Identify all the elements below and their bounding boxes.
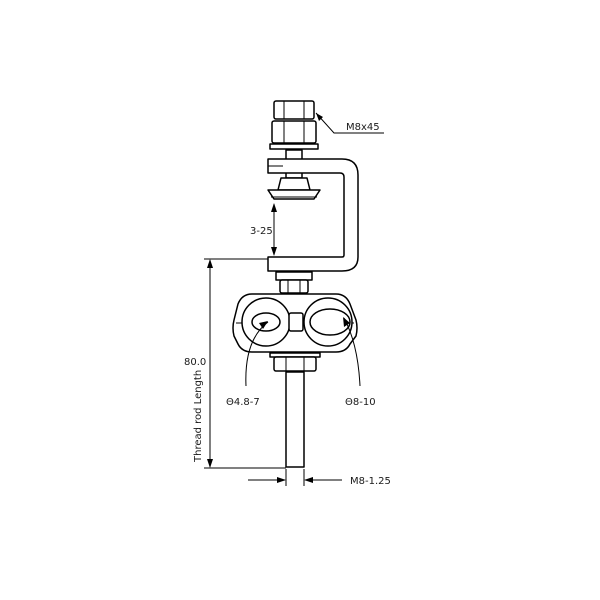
- middle-hex-nut: [275, 271, 313, 294]
- upper-hex-nut: [271, 120, 317, 144]
- clamp-range-label: 3-25: [250, 226, 273, 237]
- bottom-nut: [269, 352, 321, 372]
- small-hole-dimension: Θ4.8-7: [226, 321, 269, 408]
- c-clamp-frame: [267, 158, 359, 272]
- cable-clamp-block: [232, 293, 358, 353]
- bolt-head: [273, 100, 315, 120]
- length-value-label: 80.0: [184, 357, 206, 368]
- rod-thread-dimension: M8-1.25: [248, 469, 391, 487]
- bolt-spec-label: M8x45: [346, 122, 380, 133]
- upper-washer: [269, 143, 319, 150]
- large-hole-label: Θ8-10: [345, 397, 376, 408]
- swivel-pad: [267, 177, 321, 200]
- small-hole-label: Θ4.8-7: [226, 397, 260, 408]
- rod-thread-label: M8-1.25: [350, 476, 391, 487]
- rod-length-dimension: 80.0 Thread rod Length: [184, 258, 286, 469]
- threaded-rod: [285, 371, 305, 468]
- large-hole-dimension: Θ8-10: [343, 317, 376, 408]
- bolt-spec-dimension: M8x45: [315, 112, 384, 134]
- clamp-range-dimension: 3-25: [250, 203, 277, 256]
- length-caption-label: Thread rod Length: [193, 370, 204, 463]
